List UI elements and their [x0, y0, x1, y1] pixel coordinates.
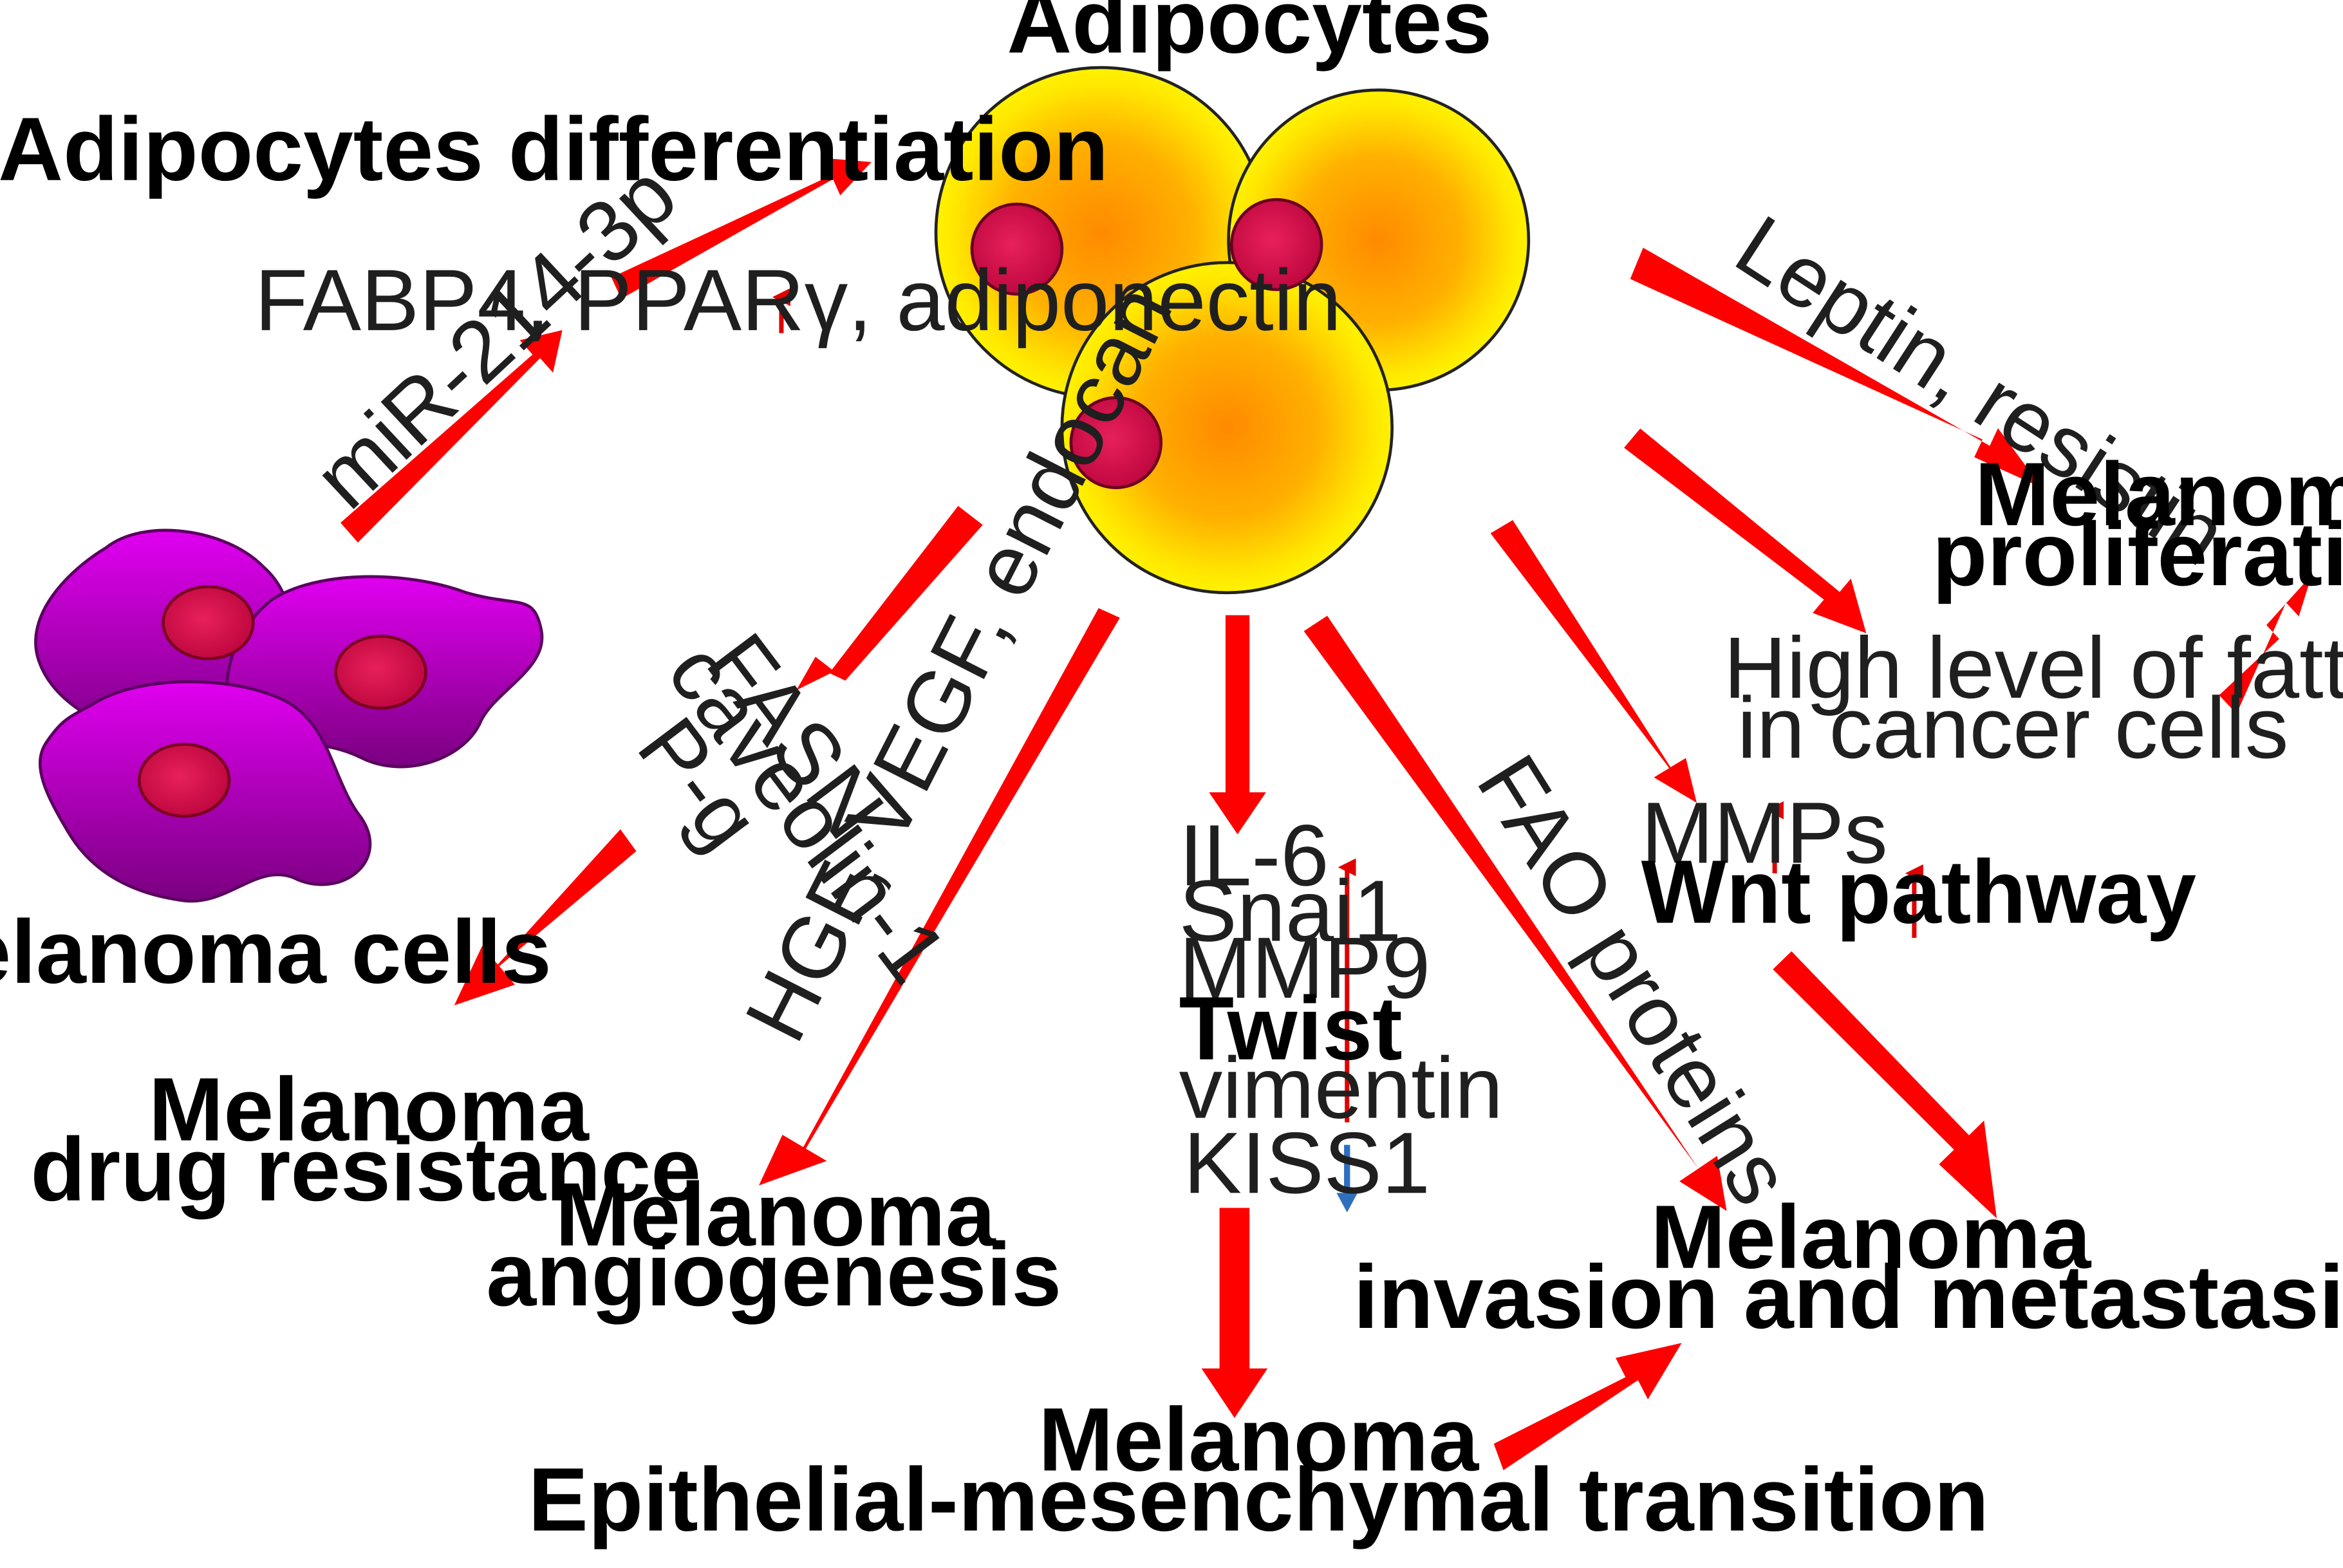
- label-drug-resistance-2: drug resistance: [30, 1119, 701, 1220]
- melanoma-nucleus-1: [162, 585, 255, 660]
- label-wnt-pathway: Wnt pathway: [1641, 841, 2197, 942]
- arrow-to-mmps: [1490, 519, 1697, 803]
- label-fatty-acids-1: High level of fatty acids: [1724, 619, 2343, 716]
- label-kiss1: KISS1: [1184, 1114, 1430, 1211]
- arrow-emt-to-invasion: [1493, 1343, 1682, 1471]
- label-proliferation-2: proliferation: [1932, 503, 2343, 604]
- adipocyte-nucleus-1: [970, 202, 1064, 296]
- arrow-to-fatty-acids: [1624, 428, 1867, 633]
- label-adipocytes: Adipocytes: [1007, 0, 1492, 72]
- label-mmp9: MMP9: [1179, 919, 1431, 1016]
- label-mmps: MMPs: [1641, 784, 1888, 881]
- arrow-center-down: [1209, 615, 1266, 835]
- label-melanoma-cells: Melanoma cells: [0, 901, 552, 1002]
- regulation-markers: [772, 288, 1923, 1213]
- label-invasion-1: Melanoma: [1650, 1186, 2091, 1287]
- label-twist: Twist: [1179, 978, 1403, 1079]
- arrow-wnt-to-invasion: [1773, 951, 1997, 1218]
- arrow-leptin-to-proliferation: [1630, 247, 2042, 488]
- arrow-mir-to-fabp4: [341, 330, 563, 543]
- arrow-to-drug-resistance-lower: [454, 829, 637, 1005]
- adipocyte-nucleus-2: [1229, 198, 1323, 292]
- arrow-to-angiogenesis: [758, 608, 1120, 1186]
- label-il-6: IL-6: [1179, 807, 1329, 904]
- arrow-to-differentiation: [611, 158, 872, 299]
- arrow-fatty-to-proliferation: [2219, 574, 2312, 714]
- label-fabp4-pparg-adiponectin: FABP4, PPARγ, adiponectin: [255, 252, 1341, 349]
- arrow-to-emt: [1201, 1208, 1268, 1418]
- label-vimentin: vimentin: [1179, 1040, 1503, 1137]
- melanoma-cells-illustration: [34, 528, 544, 903]
- label-snai1: Snai1: [1179, 863, 1402, 960]
- melanoma-nucleus-2: [334, 635, 427, 710]
- label-emt-2: Epithelial-mesenchymal transition: [528, 1449, 1988, 1550]
- down-marker-kiss1-head: [1336, 1193, 1358, 1213]
- arrow-to-drug-resistance-upper: [796, 506, 983, 691]
- arrow-to-invasion-fao: [1303, 615, 1727, 1211]
- adipocyte-3: [1060, 261, 1394, 595]
- label-angiogenesis-2: angiogenesis: [486, 1224, 1061, 1325]
- label-invasion-2: invasion and metastasis: [1354, 1246, 2343, 1347]
- label-fatty-acids-2: in cancer cells: [1737, 679, 2289, 776]
- label-proliferation-1: Melanoma: [1975, 443, 2343, 545]
- label-emt-1: Melanoma: [1038, 1388, 1479, 1489]
- label-angiogenesis-1: Melanoma: [555, 1164, 996, 1265]
- label-drug-resistance-1: Melanoma: [149, 1059, 590, 1160]
- adipocyte-nucleus-3: [1069, 396, 1163, 489]
- melanoma-nucleus-3: [137, 742, 231, 818]
- label-adipocytes-differentiation: Adipocytes differentiation: [0, 98, 1108, 200]
- adipocytes-illustration: [934, 66, 1531, 595]
- arrows: [341, 158, 2312, 1471]
